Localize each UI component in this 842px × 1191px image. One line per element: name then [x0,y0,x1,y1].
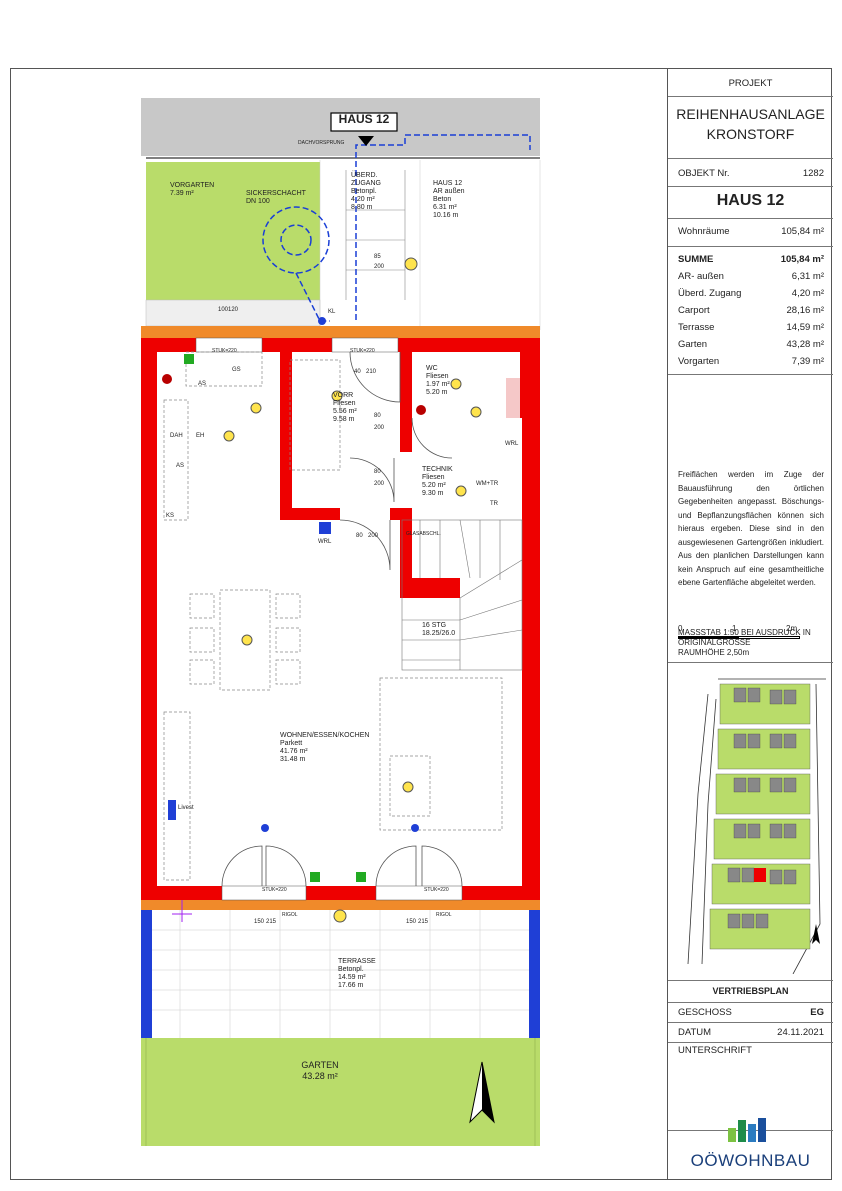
plan-sheet-frame [10,68,832,1180]
scale-bar: 0 1 2m [678,624,824,644]
disclaimer-note: Freiflächen werden im Zuge der Bauausfüh… [678,470,824,587]
project-label: PROJEKT [728,78,773,89]
title-block: PROJEKT REIHENHAUSANLAGE KRONSTORF OBJEK… [667,68,833,1180]
garden-area [141,1038,540,1146]
orange-border-bottom [141,900,540,910]
house-title: HAUS 12 [716,192,785,209]
logo-text: OÖWOHNBAU [690,1151,811,1170]
orange-border-top [141,326,540,338]
terrace-area [141,910,540,1038]
scale-text: MASSSTAB 1:50 BEI AUSDRUCK IN ORIGINALGR… [678,628,811,657]
project-name-line1: REIHENHAUSANLAGE [676,106,825,122]
unterschrift-row: UNTERSCHRIFT [678,1045,752,1056]
lamp-icons [223,257,482,923]
vorgarten-area [146,162,320,300]
oowohnbau-logo-icon [728,1118,766,1142]
project-name-line2: KRONSTORF [706,126,795,142]
object-row: OBJEKT Nr.1282 [678,168,824,179]
plan-type: VERTRIEBSPLAN [712,986,789,996]
site-plan-map [678,674,826,974]
